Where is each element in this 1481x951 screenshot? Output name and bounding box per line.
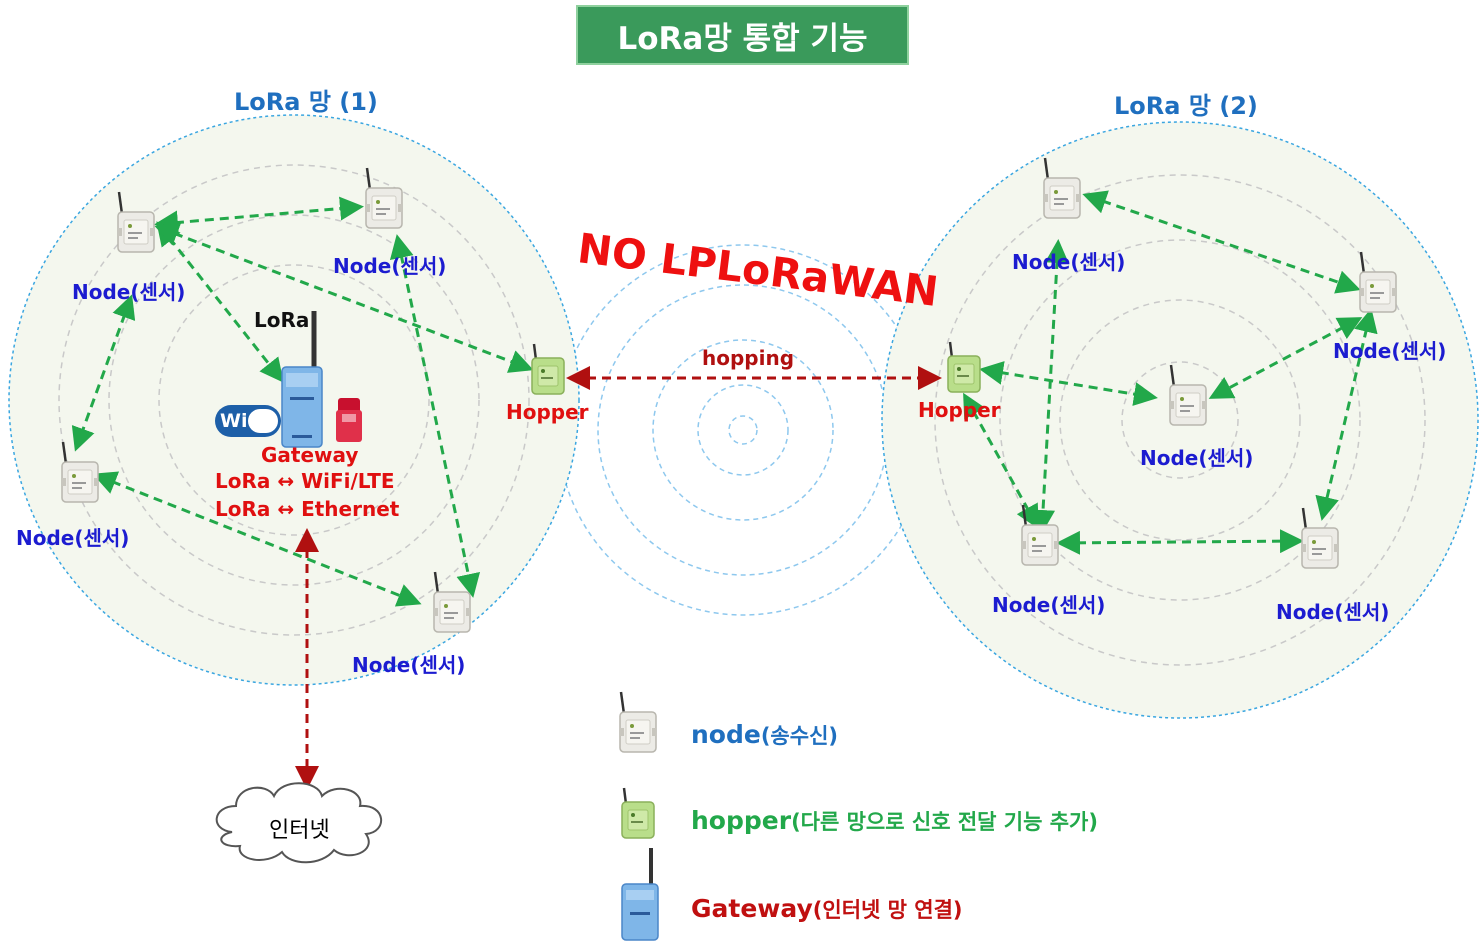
legend-hopper-main: hopper [691,806,792,835]
node-label: Node(센서) [16,526,130,550]
legend-hopper: hopper(다른 망으로 신호 전달 기능 추가) [691,806,1098,836]
node-label: Node(센서) [1012,250,1126,274]
ethernet-icon [336,398,362,442]
wifi-logo-icon [215,405,281,437]
page-title: LoRa망 통합 기능 [576,5,909,65]
legend-node: node(송수신) [691,720,838,750]
gateway-line-1: LoRa ↔ WiFi/LTE [215,469,395,493]
legend-gateway: Gateway(인터넷 망 연결) [691,894,963,924]
legend-gateway-icon [621,848,659,941]
node-label: Node(센서) [992,593,1106,617]
internet-cloud-icon [215,782,383,864]
hopping-label: hopping [702,346,795,370]
network-1-title: LoRa 망 (1) [234,88,378,116]
hopper-label: Hopper [506,400,589,424]
legend-gateway-main: Gateway [691,894,813,923]
legend-node-icon [618,690,658,754]
node-label: Node(센서) [72,280,186,304]
wifi-logo-text: Wi Fi [220,410,274,432]
legend-node-sub: (송수신) [760,724,838,748]
legend-hopper-sub: (다른 망으로 신호 전달 기능 추가) [791,810,1098,834]
legend-gateway-sub: (인터넷 망 연결) [812,898,963,922]
node-label: Node(센서) [1333,339,1447,363]
node-label: Node(센서) [333,254,447,278]
gateway-line-2: LoRa ↔ Ethernet [215,497,400,521]
internet-label: 인터넷 [269,818,330,843]
legend-node-main: node [691,720,761,749]
node-label: Node(센서) [352,653,466,677]
node-label: Node(센서) [1140,446,1254,470]
network-2-links [963,190,1378,555]
legend-hopper-icon [620,786,656,840]
lora-logo: LoRa [254,308,310,332]
hopper-label: Hopper [918,398,1001,422]
node-label: Node(센서) [1276,600,1390,624]
network-1-links [71,196,534,607]
network-2-title: LoRa 망 (2) [1114,92,1258,120]
gateway-label: Gateway [261,443,359,467]
